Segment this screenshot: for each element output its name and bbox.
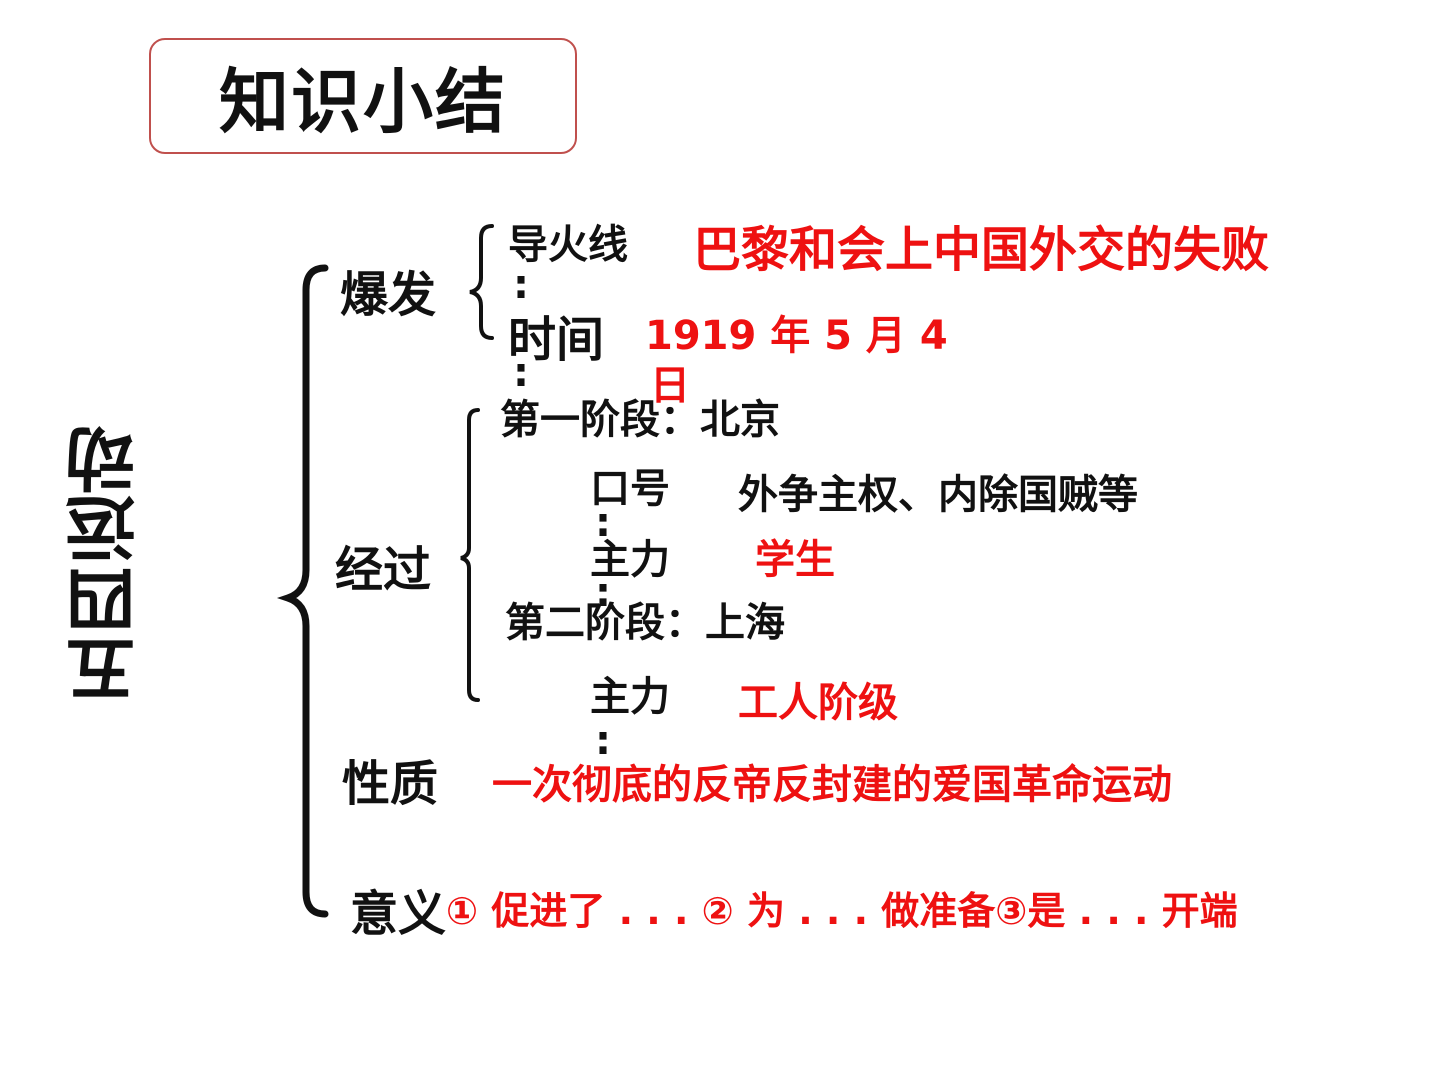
stage1-label: 第一阶段：北京	[500, 397, 780, 443]
slogan-label: 口号	[590, 466, 670, 512]
main-force1-label: 主力	[590, 537, 670, 583]
stage2-label: 第二阶段：上海	[505, 600, 785, 646]
significance-value: ① 促进了 . . . ② 为 . . . 做准备③是 . . . 开端	[446, 889, 1238, 933]
time-label: 时间	[508, 312, 605, 368]
main-force1-value: 学生	[755, 537, 835, 583]
slogan-colon: :	[595, 500, 611, 546]
process-label: 经过	[335, 542, 432, 598]
time-value-line2: 日	[650, 363, 690, 409]
nature-value: 一次彻底的反帝反封建的爱国革命运动	[492, 762, 1172, 808]
fuse-value: 巴黎和会上中国外交的失败	[693, 222, 1270, 278]
main-force2-label: 主力	[590, 674, 670, 720]
page-title: 知识小结	[219, 60, 507, 143]
title-box: 知识小结	[149, 38, 577, 154]
outbreak-brace	[469, 224, 494, 340]
main-brace	[276, 264, 329, 918]
main-force2-colon: :	[595, 718, 611, 764]
main-force1-colon: :	[595, 570, 611, 616]
slogan-value: 外争主权、内除国贼等	[738, 472, 1138, 518]
nature-label: 性质	[342, 756, 439, 812]
process-brace	[460, 408, 480, 702]
main-force2-value: 工人阶级	[738, 680, 898, 726]
significance-label: 意义	[350, 886, 447, 942]
time-value-line1: 1919 年 5 月 4	[645, 313, 948, 359]
outbreak-label: 爆发	[340, 267, 437, 323]
fuse-label: 导火线	[508, 222, 628, 268]
fuse-colon: :	[513, 262, 529, 308]
time-colon: :	[513, 350, 529, 396]
